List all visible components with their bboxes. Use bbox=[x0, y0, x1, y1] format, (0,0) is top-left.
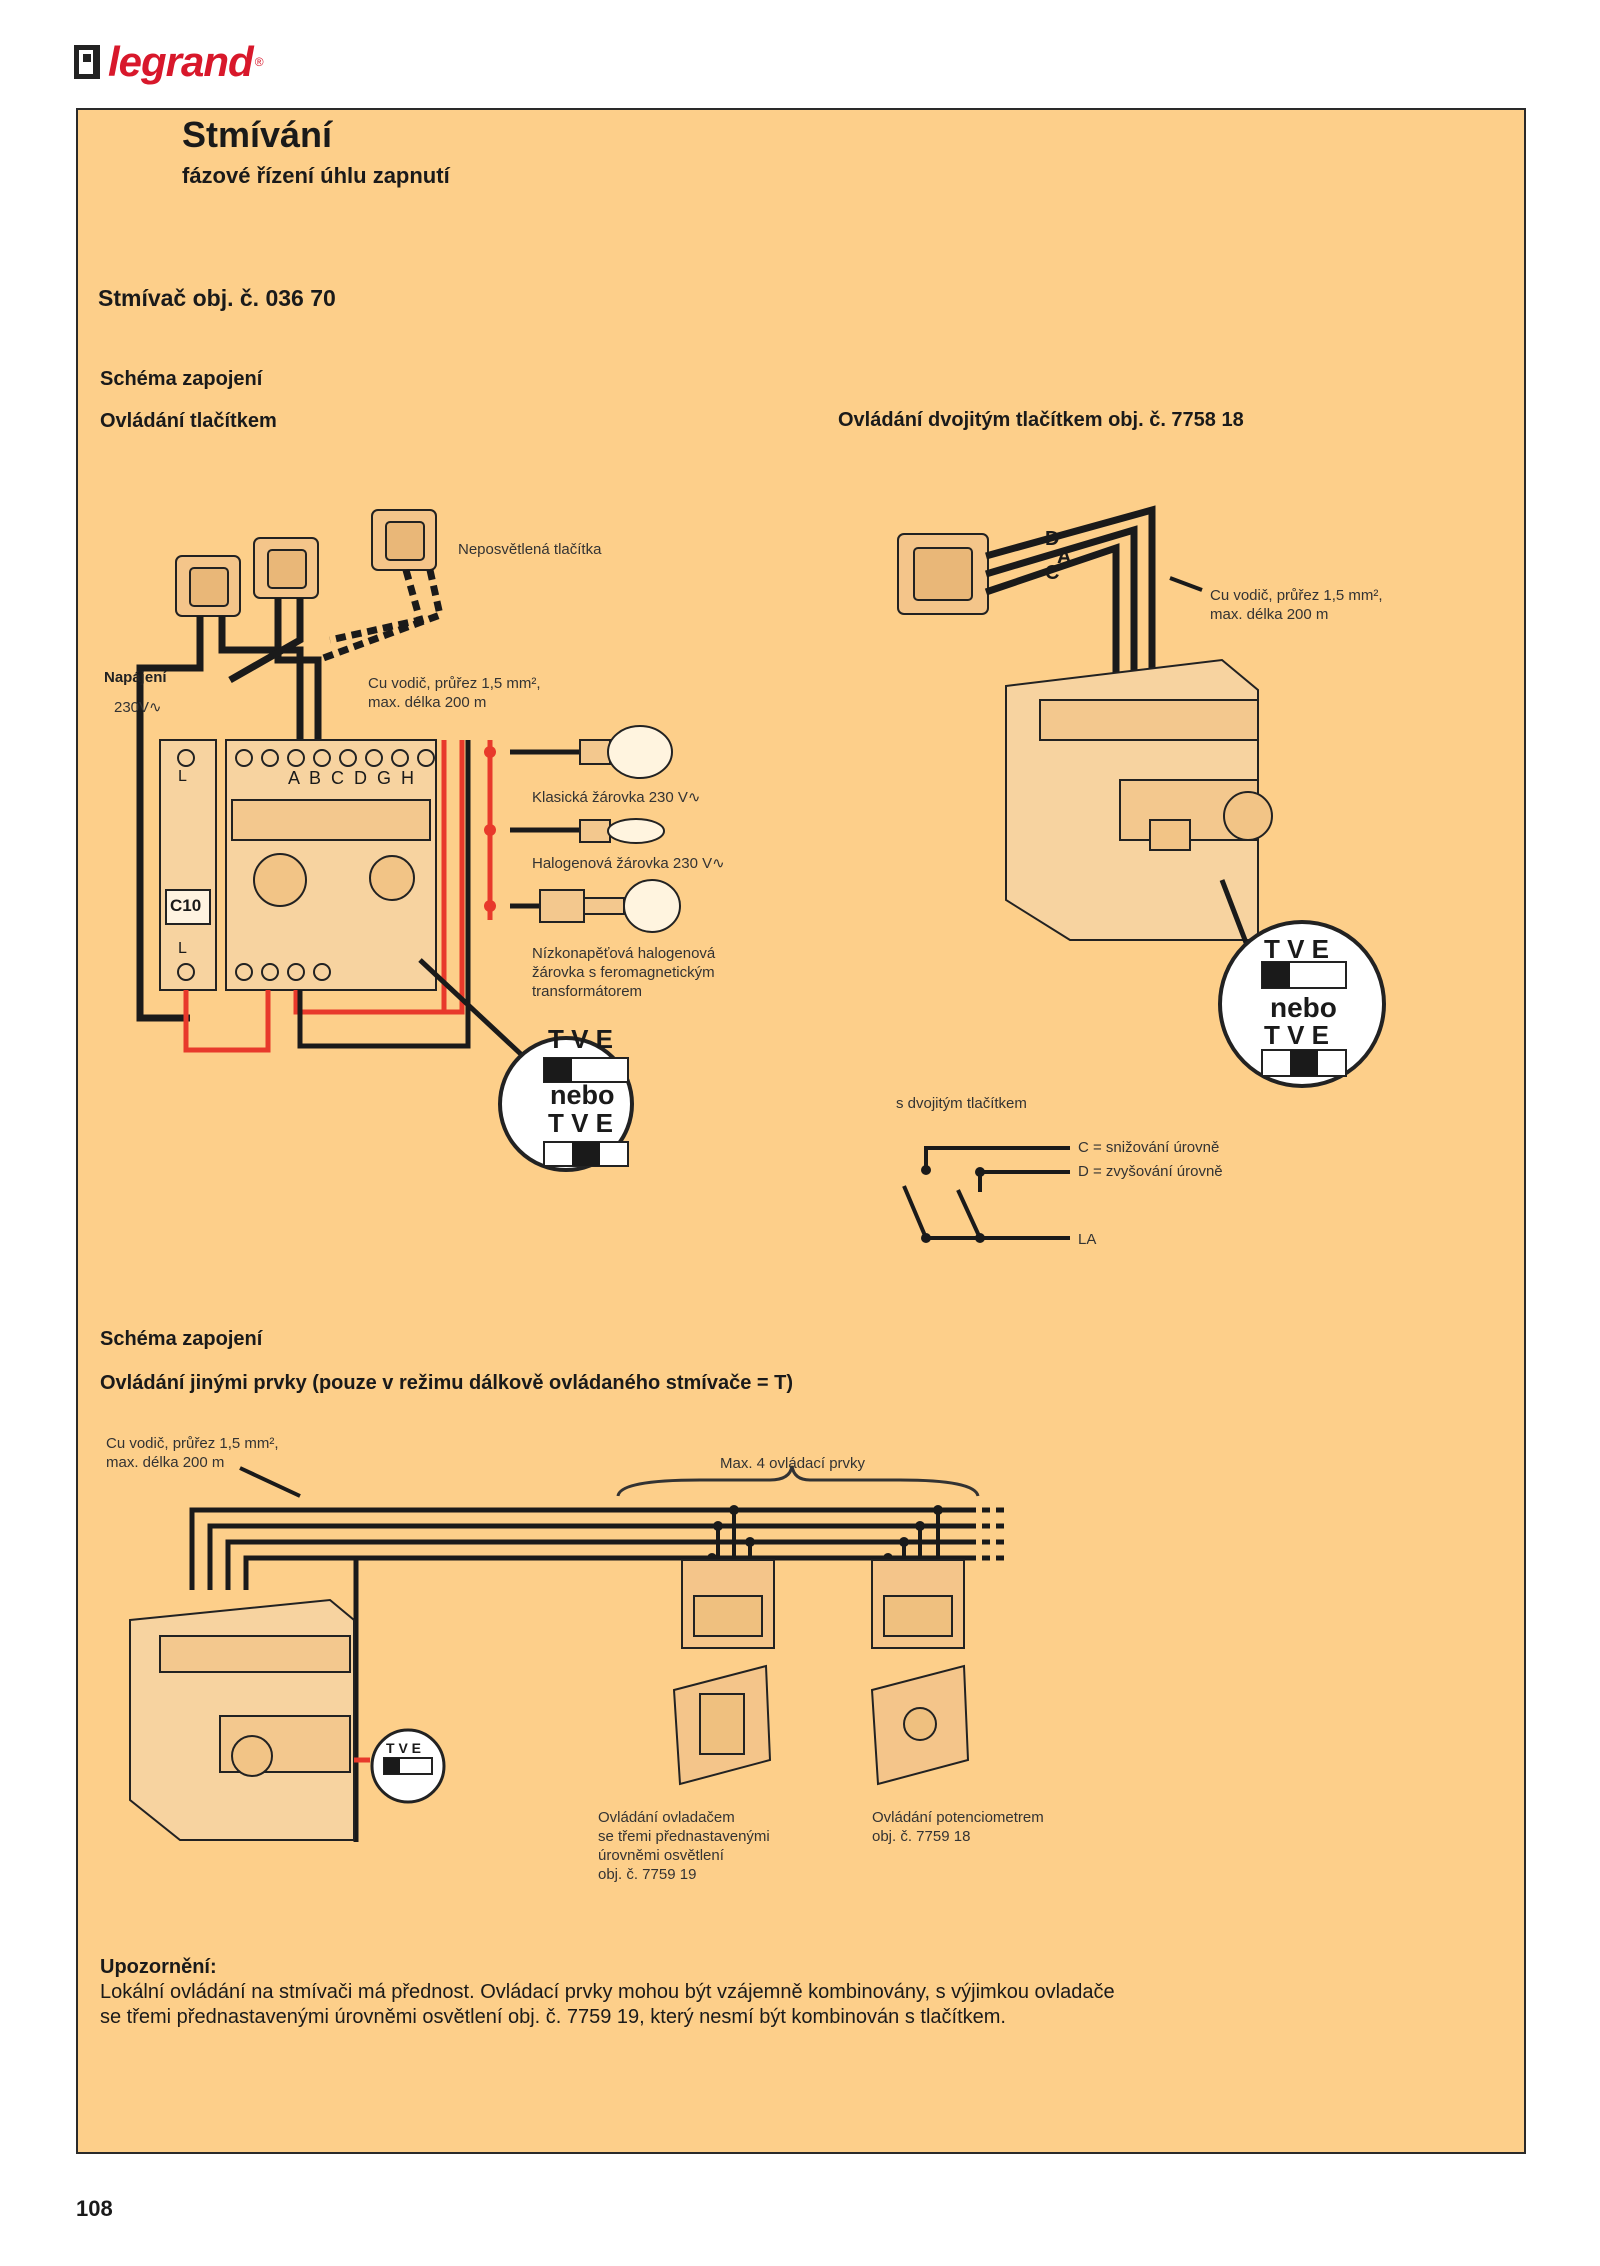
legend-c: C = snižování úrovně bbox=[1078, 1139, 1220, 1156]
switch1-or: nebo bbox=[550, 1080, 615, 1110]
lamp-lowvoltage-label-2: žárovka s feromagnetickým bbox=[532, 964, 715, 981]
logo-registered-mark: ® bbox=[254, 55, 264, 69]
switch1-tve2: T V E bbox=[548, 1108, 614, 1138]
wire-spec-line1: Cu vodič, průřez 1,5 mm², bbox=[368, 675, 541, 692]
legend-title: s dvojitým tlačítkem bbox=[896, 1095, 1027, 1112]
legend-d: D = zvyšování úrovně bbox=[1078, 1163, 1223, 1180]
preset-controller-icon bbox=[672, 1664, 772, 1786]
supply-voltage: 230V∿ bbox=[114, 699, 162, 716]
bus-wires bbox=[189, 1507, 968, 1842]
wire-spec2-line1: Cu vodič, průřez 1,5 mm², bbox=[1210, 587, 1383, 604]
controller2-label-1: Ovládání potenciometrem bbox=[872, 1809, 1044, 1826]
wire-pointer-arrow-2 bbox=[1169, 576, 1203, 592]
double-switch-schematic bbox=[902, 1146, 1070, 1240]
wire-letter-c: C bbox=[1045, 562, 1060, 584]
bus-wires-continued bbox=[968, 1507, 1004, 1561]
tve-switch-detail-1 bbox=[498, 1036, 634, 1172]
wire-spec3-line1: Cu vodič, průřez 1,5 mm², bbox=[106, 1435, 279, 1452]
legrand-logo: legrand ® bbox=[74, 38, 264, 86]
controller1-label-4: obj. č. 7759 19 bbox=[598, 1866, 697, 1883]
product-heading: Stmívač obj. č. 036 70 bbox=[98, 285, 336, 311]
page-number: 108 bbox=[76, 2196, 113, 2221]
controller1-label-2: se třemi přednastavenými bbox=[598, 1828, 770, 1845]
wire-spec-line2: max. délka 200 m bbox=[368, 694, 487, 711]
dimmer-module-3d-icon bbox=[1005, 658, 1273, 941]
controller1-label-1: Ovládání ovladačem bbox=[598, 1809, 735, 1826]
section1-right-title: Ovládání dvojitým tlačítkem obj. č. 7758… bbox=[838, 409, 1244, 431]
section1-heading: Schéma zapojení bbox=[100, 368, 263, 390]
breaker-bottom-label: L bbox=[178, 940, 187, 957]
logo-wordmark: legrand bbox=[108, 38, 254, 85]
section2-heading: Schéma zapojení bbox=[100, 1328, 263, 1350]
logo-mark-icon bbox=[74, 45, 100, 79]
circuit-breaker-icon bbox=[159, 739, 217, 991]
controller1-label-3: úrovněmi osvětlení bbox=[598, 1847, 724, 1864]
max-controls-label: Max. 4 ovládací prvky bbox=[720, 1455, 866, 1472]
wire-spec3-line2: max. délka 200 m bbox=[106, 1454, 225, 1471]
control-module-1-icon bbox=[681, 1559, 775, 1649]
push-button-2-icon bbox=[253, 537, 319, 599]
load-wires-black bbox=[297, 740, 580, 1049]
section1-left-title: Ovládání tlačítkem bbox=[100, 410, 277, 432]
breaker-top-label: L bbox=[178, 768, 187, 785]
wire-letter-a: A bbox=[1057, 546, 1072, 568]
dimmer-module-3d-icon-2 bbox=[129, 1598, 355, 1841]
push-button-3-icon bbox=[371, 509, 437, 571]
lamp-classic-icon bbox=[579, 725, 673, 779]
section2-title: Ovládání jinými prvky (pouze v režimu dá… bbox=[100, 1372, 794, 1394]
buttons-label: Neposvětlená tlačítka bbox=[458, 541, 602, 558]
lamp-classic-label: Klasická žárovka 230 V∿ bbox=[532, 789, 701, 806]
controller2-label-2: obj. č. 7759 18 bbox=[872, 1828, 971, 1845]
warning-line-2: se třemi přednastavenými úrovněmi osvětl… bbox=[100, 2006, 1006, 2028]
switch1-tve: T V E bbox=[548, 1024, 614, 1054]
lamp-halogen-icon bbox=[579, 818, 665, 844]
lamp-lowvoltage-icon bbox=[539, 879, 681, 933]
switch3-tve: T V E bbox=[386, 1740, 422, 1756]
page-subtitle: fázové řízení úhlu zapnutí bbox=[182, 163, 450, 188]
button-wires bbox=[136, 569, 445, 1022]
lamp-lowvoltage-label-3: transformátorem bbox=[532, 983, 643, 1000]
lamp-lowvoltage-label-1: Nízkonapěťová halogenová bbox=[532, 945, 716, 962]
terminal-screws bbox=[177, 749, 435, 981]
schematic-dots bbox=[921, 1165, 985, 1243]
switch2-or: nebo bbox=[1270, 992, 1337, 1023]
potentiometer-icon bbox=[870, 1664, 970, 1786]
push-button-1-icon bbox=[175, 555, 241, 617]
warning-text: Lokální ovládání na stmívači má přednost… bbox=[100, 1980, 1280, 2030]
wire-spec2-line2: max. délka 200 m bbox=[1210, 606, 1329, 623]
legend-la: LA bbox=[1078, 1231, 1097, 1248]
terminal-labels: A B C D G H bbox=[288, 768, 415, 788]
tve-switch-detail-3 bbox=[370, 1728, 446, 1804]
warning-title: Upozornění: bbox=[100, 1956, 217, 1978]
bus-dots bbox=[707, 1505, 943, 1563]
wire-pointer-arrow-3 bbox=[239, 1466, 301, 1498]
page-title: Stmívání bbox=[182, 114, 333, 155]
control-module-2-icon bbox=[871, 1559, 965, 1649]
junction-dots bbox=[484, 746, 496, 912]
max-controls-brace bbox=[616, 1465, 980, 1497]
tve-switch-detail-2 bbox=[1218, 920, 1386, 1088]
double-button-icon bbox=[897, 533, 989, 615]
dimmer-module-icon bbox=[225, 739, 437, 991]
wire-letter-d: D bbox=[1045, 528, 1060, 550]
supply-label: Napájení bbox=[104, 669, 167, 686]
breaker-rating: C10 bbox=[170, 896, 202, 915]
switch2-tve2: T V E bbox=[1264, 1020, 1330, 1050]
warning-line-1: Lokální ovládání na stmívači má přednost… bbox=[100, 1981, 1115, 2003]
lamp-halogen-label: Halogenová žárovka 230 V∿ bbox=[532, 855, 725, 872]
switch2-tve: T V E bbox=[1264, 934, 1330, 964]
